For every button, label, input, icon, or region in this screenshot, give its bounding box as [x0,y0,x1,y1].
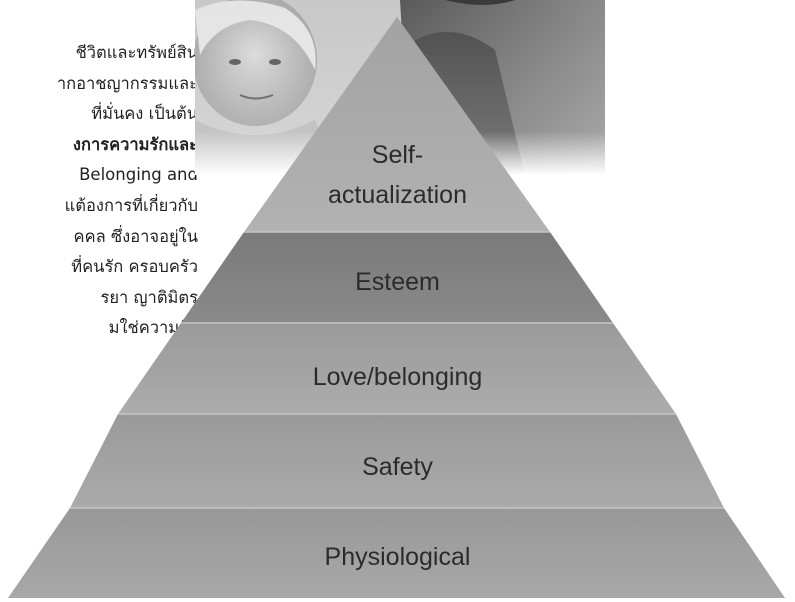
pyramid-layer-safety [70,414,724,508]
pyramid-layer-esteem [181,232,613,323]
text-line: คคล ซึ่งอาจอยู่ใน [73,226,198,246]
text-line: งการความรักและ [72,134,198,154]
label-self-actualization: Self- actualization [0,135,795,215]
label-love-belonging: Love/belonging [312,363,483,391]
label-physiological: Physiological [324,543,471,571]
text-line: ากอาชญากรรมและ [56,73,198,93]
text-line: ที่มั่นคง เป็นต้น [91,104,198,124]
text-line: Belonging and [79,165,198,185]
text-line: ที่คนรัก ครอบครัว [71,257,198,277]
pyramid-layer-physiological [8,508,785,598]
text-line: รยา ญาติมิตร [100,287,198,307]
pyramid-layer-love-belonging [118,323,676,414]
label-self-line1: Self- [371,141,424,169]
label-self-line2: actualization [328,181,467,209]
label-safety: Safety [362,453,433,481]
label-esteem: Esteem [355,268,440,296]
pyramid-layer-self-actualization [244,17,550,232]
text-line: ชีวิตและทรัพย์สิน [75,43,198,62]
text-line: แต้องการที่เกี่ยวกับ [64,195,198,215]
